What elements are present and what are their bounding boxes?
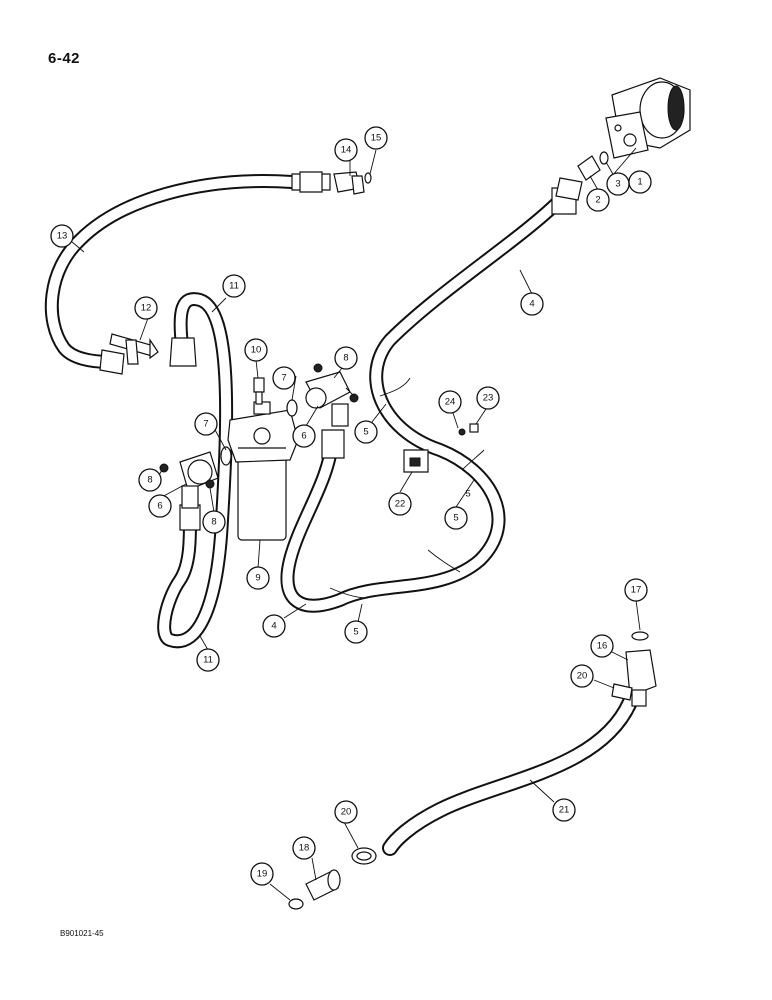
fitting-18 (305, 869, 341, 901)
callout-12: 12 (134, 296, 158, 320)
svg-text:7: 7 (203, 419, 208, 430)
callout-4-lower: 4 (262, 614, 286, 638)
leader-lines (71, 147, 641, 901)
callout-18: 18 (292, 836, 316, 860)
svg-text:15: 15 (371, 133, 382, 144)
callout-1: 1 (628, 170, 652, 194)
callout-13: 13 (50, 224, 74, 248)
svg-text:3: 3 (615, 179, 620, 190)
svg-text:17: 17 (631, 585, 642, 596)
clamp-22 (403, 449, 429, 473)
callout-3: 3 (606, 172, 630, 196)
bolt-10 (253, 377, 265, 405)
callout-5-b: 5 (444, 506, 468, 530)
svg-text:11: 11 (229, 281, 239, 292)
callout-11-upper: 11 (222, 274, 246, 298)
svg-text:21: 21 (559, 805, 570, 816)
svg-text:8: 8 (147, 475, 152, 486)
callout-7-right: 7 (272, 366, 296, 390)
callout-5-a: 5 (354, 420, 378, 444)
elbow-14 (333, 171, 365, 195)
svg-text:4: 4 (271, 621, 276, 632)
callout-15: 15 (364, 126, 388, 150)
hose-13 (44, 171, 331, 375)
o-ring-15 (364, 172, 372, 184)
svg-text:1: 1 (637, 177, 642, 188)
svg-text:6: 6 (301, 431, 306, 442)
svg-text:8: 8 (343, 353, 348, 364)
callout-8-top: 8 (334, 346, 358, 370)
o-ring-19 (288, 898, 304, 910)
callout-8-bottom: 8 (202, 510, 226, 534)
svg-text:10: 10 (251, 345, 262, 356)
svg-text:24: 24 (445, 397, 456, 408)
svg-text:16: 16 (597, 641, 608, 652)
nut-20-upper (611, 683, 633, 701)
o-ring-7-left (220, 446, 232, 466)
callout-20-upper: 20 (570, 664, 594, 688)
callout-2: 2 (586, 188, 610, 212)
callout-16: 16 (590, 634, 614, 658)
svg-text:19: 19 (257, 869, 268, 880)
callout-20-lower: 20 (334, 800, 358, 824)
callout-11-lower: 11 (196, 648, 220, 672)
callout-5-c: 5 (344, 620, 368, 644)
bolt-23-24 (458, 423, 479, 436)
elbow-16 (625, 649, 657, 707)
callout-23: 23 (476, 386, 500, 410)
svg-text:9: 9 (255, 573, 260, 584)
callout-24: 24 (438, 390, 462, 414)
o-ring-3 (599, 151, 609, 165)
svg-text:4: 4 (529, 299, 534, 310)
svg-text:5: 5 (353, 627, 358, 638)
callout-22: 22 (388, 492, 412, 516)
svg-text:13: 13 (57, 231, 68, 242)
filter-assembly-9 (227, 401, 299, 541)
hose-21 (382, 694, 638, 856)
pump-assembly (605, 77, 691, 159)
hose-strap-5 (329, 377, 485, 599)
callout-6-left: 6 (148, 494, 172, 518)
o-ring-17 (631, 631, 649, 641)
svg-text:23: 23 (483, 393, 494, 404)
callout-21: 21 (552, 798, 576, 822)
callout-5-d: 5 (465, 489, 470, 500)
callout-17: 17 (624, 578, 648, 602)
svg-text:20: 20 (577, 671, 588, 682)
svg-text:8: 8 (211, 517, 216, 528)
figure-id: B901021-45 (60, 929, 104, 938)
svg-text:7: 7 (281, 373, 286, 384)
hose-11 (157, 292, 234, 649)
o-ring-7-right (286, 399, 298, 417)
hose-4 (280, 177, 583, 613)
svg-text:11: 11 (203, 655, 213, 666)
pump-fitting-2 (577, 155, 601, 181)
svg-text:5: 5 (363, 427, 368, 438)
svg-text:12: 12 (141, 303, 152, 314)
callout-7-left: 7 (194, 412, 218, 436)
callout-10: 10 (244, 338, 268, 362)
hose-clamp-20-lower (351, 847, 377, 865)
svg-text:22: 22 (395, 499, 406, 510)
svg-text:18: 18 (299, 843, 310, 854)
svg-text:14: 14 (341, 145, 352, 156)
callout-9: 9 (246, 566, 270, 590)
svg-text:20: 20 (341, 807, 352, 818)
callout-4-upper: 4 (520, 292, 544, 316)
svg-text:5: 5 (465, 489, 470, 500)
svg-text:6: 6 (157, 501, 162, 512)
tee-fitting-12 (109, 333, 159, 365)
page-number: 6-42 (48, 50, 81, 67)
bolt-8-top (313, 363, 359, 403)
callout-14: 14 (334, 138, 358, 162)
svg-text:2: 2 (595, 195, 600, 206)
callout-19: 19 (250, 862, 274, 886)
callout-8-left: 8 (138, 468, 162, 492)
elbow-6-right (305, 371, 351, 427)
svg-text:5: 5 (453, 513, 458, 524)
callout-6-right: 6 (292, 424, 316, 448)
